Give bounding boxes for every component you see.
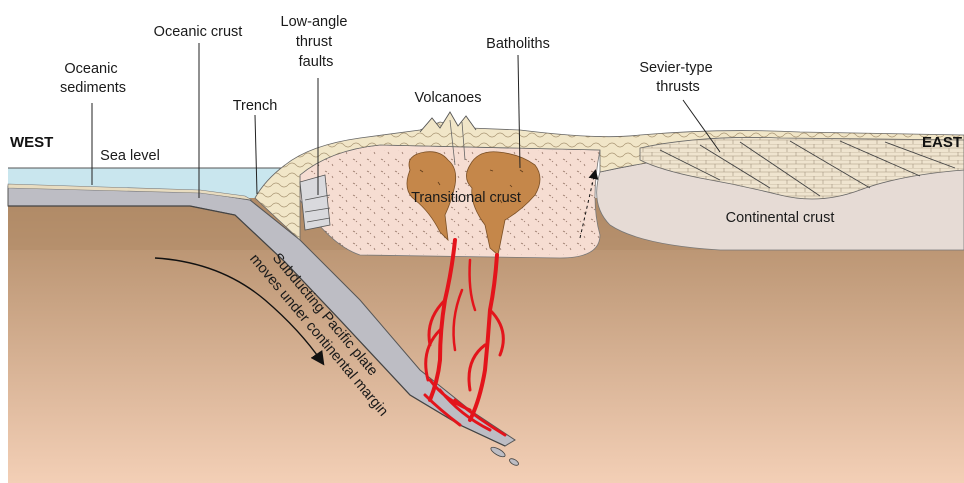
label-east: EAST [922,134,962,151]
label-continental-crust: Continental crust [726,210,835,226]
thrust-slice [300,175,330,230]
label-volcanoes: Volcanoes [415,90,482,106]
label-oceanic-sediments: Oceanic sediments [60,61,126,96]
label-west: WEST [10,134,53,151]
label-sevier-type-thrusts: Sevier-type thrusts [639,60,716,95]
label-trench: Trench [233,98,278,114]
label-sea-level: Sea level [100,148,160,164]
label-transitional-crust: Transitional crust [411,190,521,206]
label-oceanic-crust: Oceanic crust [154,24,243,40]
volcano-peaks [420,112,476,132]
label-low-angle-thrust-faults: Low-angle thrust faults [281,14,352,70]
label-batholiths: Batholiths [486,36,550,52]
